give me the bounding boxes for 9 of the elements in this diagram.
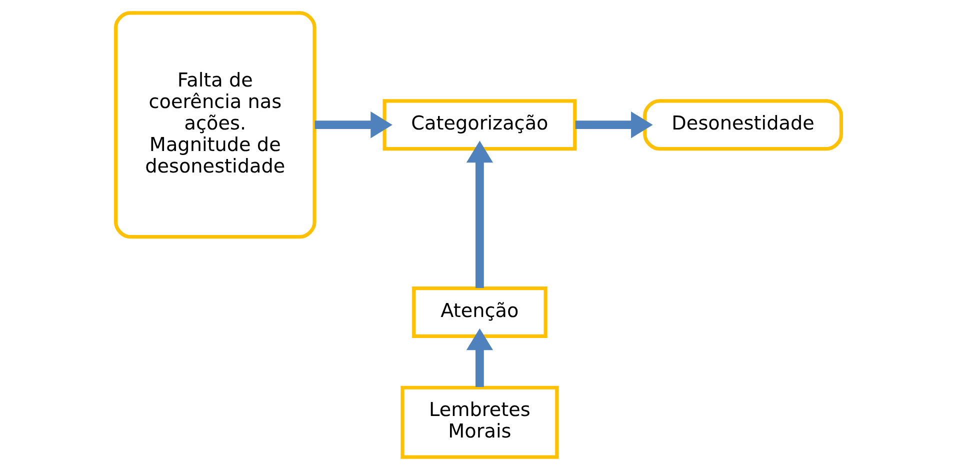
node-box: Categorização — [382, 99, 577, 151]
arrow — [466, 328, 494, 388]
node-box: Lembretes Morais — [400, 386, 559, 459]
node-box: Atenção — [412, 286, 548, 338]
arrow — [314, 112, 392, 138]
arrow — [575, 112, 653, 138]
node-box: Desonestidade — [643, 99, 843, 151]
node-box: Falta de coerência nas ações. Magnitude de desonestidade — [114, 11, 316, 239]
arrow — [466, 140, 494, 288]
